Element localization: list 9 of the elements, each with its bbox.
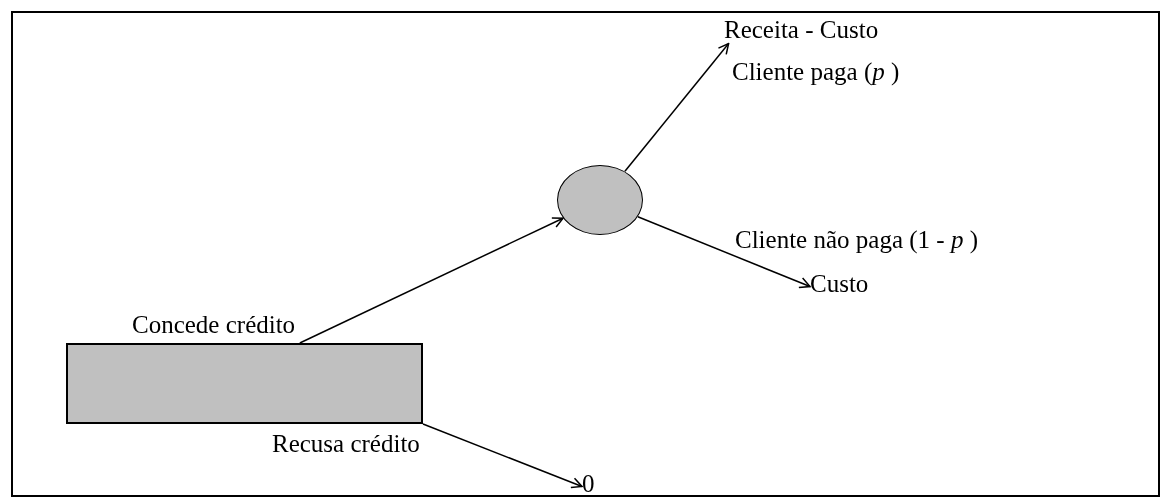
outcome-text: Custo	[810, 270, 869, 298]
arrow	[422, 423, 583, 489]
arrow	[299, 217, 564, 344]
outcome-text: 0	[582, 470, 595, 498]
decision-box	[66, 343, 423, 424]
arrow	[637, 216, 811, 289]
chance-circle	[557, 165, 643, 235]
arrow	[624, 42, 730, 173]
outcome-text: Receita - Custo	[724, 16, 879, 44]
